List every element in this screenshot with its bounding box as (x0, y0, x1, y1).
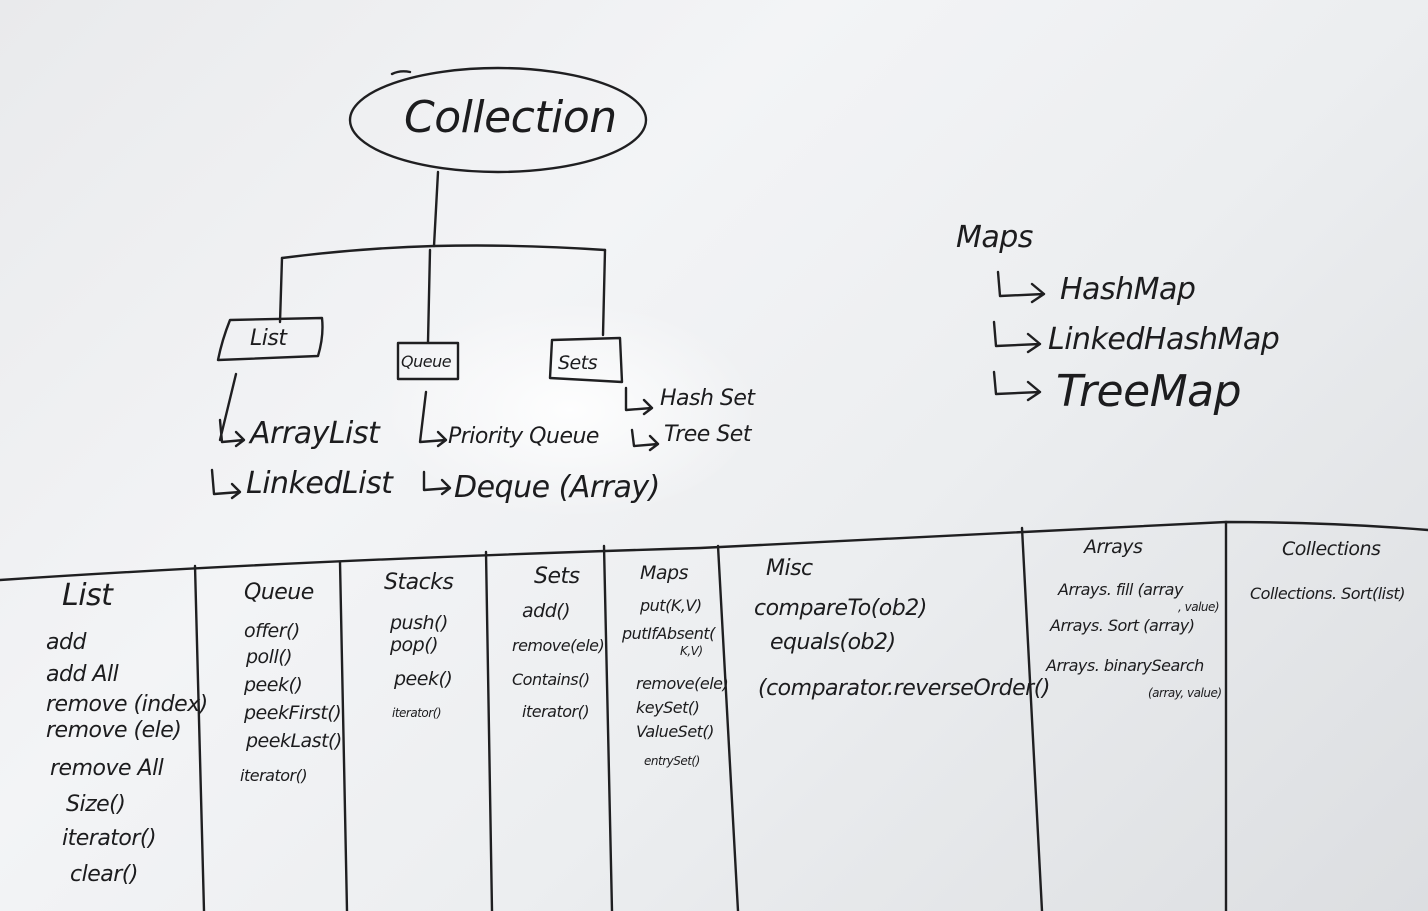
list-col-item: iterator() (62, 826, 157, 851)
stacks-col-item: push() (390, 612, 448, 634)
deque-label: Deque (Array) (454, 470, 660, 505)
arrays-col-item: Arrays. Sort (array) (1050, 616, 1195, 635)
queue-col-header: Queue (244, 580, 314, 605)
root-connector (432, 170, 440, 248)
maps-col-item: put(K,V) (640, 596, 702, 615)
queue-col-item: peek() (244, 674, 303, 696)
sets-col-item: iterator() (522, 702, 590, 721)
sets-node-label: Sets (558, 352, 598, 374)
list-col-item: add (46, 630, 86, 655)
arraylist-label: ArrayList (250, 416, 380, 451)
arraylist-arrow (218, 418, 246, 448)
hashmap-arrow (996, 270, 1046, 304)
stacks-col-item: iterator() (392, 706, 442, 720)
queue-col-item: peekLast() (246, 730, 342, 752)
col-divider-3 (484, 550, 494, 911)
linkedhashmap-arrow (992, 320, 1042, 354)
list-col-item: clear() (70, 862, 138, 887)
maps-col-item: ValueSet() (636, 722, 714, 741)
queue-node-label: Queue (401, 352, 452, 371)
arrays-col-item: Arrays. fill (array (1058, 580, 1183, 599)
list-drop-line (218, 372, 238, 442)
sets-connector (601, 248, 607, 337)
treeset-arrow (630, 428, 660, 452)
queue-box (396, 341, 460, 381)
queue-col-item: poll() (246, 646, 293, 668)
misc-col-header: Misc (766, 556, 813, 581)
col-divider-1 (193, 564, 206, 911)
stacks-col-header: Stacks (384, 570, 454, 595)
treemap-label: TreeMap (1056, 366, 1242, 417)
col-divider-6 (1020, 526, 1044, 911)
treeset-label: Tree Set (664, 422, 751, 447)
table-top-line (0, 520, 1428, 582)
col-divider-2 (338, 560, 349, 911)
sets-box (548, 336, 624, 384)
treemap-arrow (992, 370, 1042, 402)
sets-col-item: add() (522, 600, 571, 622)
pq-arrow (418, 390, 448, 448)
maps-col-item: keySet() (636, 698, 700, 717)
stacks-col-item: peek() (394, 668, 453, 690)
collections-col-item: Collections. Sort(list) (1250, 584, 1405, 603)
list-node-label: List (250, 326, 287, 351)
col-divider-4 (602, 544, 614, 911)
arrays-col-item: Arrays. binarySearch (1046, 656, 1204, 675)
maps-col-item: entrySet() (644, 754, 700, 768)
list-box (216, 316, 324, 362)
sets-col-item: remove(ele) (512, 636, 605, 655)
sets-col-item: Contains() (512, 670, 590, 689)
list-col-item: remove (index) (46, 692, 208, 717)
list-col-item: add All (46, 662, 119, 687)
linkedhashmap-label: LinkedHashMap (1048, 322, 1280, 357)
misc-col-item: compareTo(ob2) (754, 596, 927, 621)
maps-col-item: putIfAbsent( (622, 624, 715, 643)
list-col-item: remove (ele) (46, 718, 182, 743)
arrays-col-header: Arrays (1084, 536, 1143, 558)
misc-col-item: (comparator.reverseOrder() (758, 676, 1050, 701)
maps-col-item: remove(ele) (636, 674, 729, 693)
hashmap-label: HashMap (1060, 272, 1196, 307)
queue-col-item: iterator() (240, 766, 308, 785)
misc-col-item: equals(ob2) (770, 630, 896, 655)
linkedlist-label: LinkedList (246, 466, 393, 501)
maps-col-header: Maps (640, 562, 689, 584)
list-col-item: Size() (66, 792, 126, 817)
stacks-col-item: pop() (390, 634, 439, 656)
arrays-col-item: , value) (1178, 600, 1220, 614)
linkedlist-arrow (210, 468, 242, 500)
col-divider-5 (716, 544, 740, 911)
queue-connector (426, 248, 432, 344)
collection-ellipse (348, 66, 648, 174)
list-connector (278, 256, 284, 324)
maps-title: Maps (956, 220, 1033, 255)
list-col-header: List (62, 578, 113, 613)
list-col-item: remove All (50, 756, 164, 781)
collections-col-header: Collections (1282, 538, 1381, 560)
priority-queue-label: Priority Queue (448, 424, 599, 449)
hashset-label: Hash Set (660, 386, 755, 411)
collection-label: Collection (404, 92, 617, 143)
arrays-col-item: (array, value) (1148, 686, 1222, 700)
deque-arrow (422, 470, 452, 496)
queue-col-item: offer() (244, 620, 300, 642)
queue-col-item: peekFirst() (244, 702, 342, 724)
hashset-arrow (624, 386, 654, 416)
branch-bar (280, 244, 607, 260)
sets-col-header: Sets (534, 564, 580, 589)
maps-col-item: K,V) (680, 644, 703, 658)
